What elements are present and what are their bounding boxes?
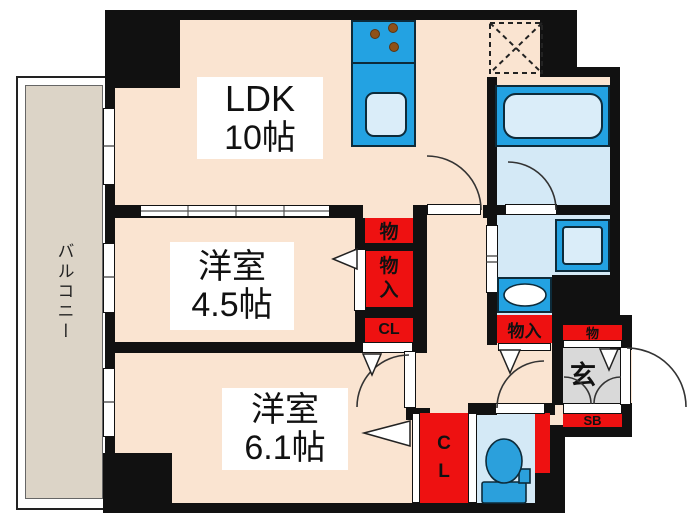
storage-label: SB bbox=[583, 412, 602, 428]
room-name: 洋室 bbox=[251, 390, 319, 429]
balcony: バルコニー bbox=[16, 76, 114, 510]
wall-segment bbox=[543, 403, 555, 415]
wall-segment bbox=[622, 315, 632, 347]
room-size: 10帖 bbox=[224, 119, 296, 158]
shoebox-door bbox=[563, 340, 622, 348]
door-leaf-toilet bbox=[495, 403, 545, 414]
closet-door-hall bbox=[498, 343, 551, 351]
window bbox=[103, 108, 115, 185]
bathtub bbox=[503, 93, 603, 139]
washer-pan bbox=[562, 226, 603, 265]
kitchen-sink bbox=[365, 92, 407, 137]
wall-segment bbox=[570, 67, 620, 77]
wall-segment bbox=[552, 345, 563, 405]
room-size: 4.5帖 bbox=[191, 286, 273, 324]
door-leaf-bedroom61 bbox=[404, 351, 416, 408]
shoebox: SB bbox=[563, 412, 622, 428]
storage-label: CL bbox=[378, 321, 400, 338]
room-name: 洋室 bbox=[198, 247, 266, 286]
storage-label: 物 bbox=[379, 222, 399, 243]
sliding-partition bbox=[140, 205, 330, 217]
wall-segment bbox=[112, 342, 363, 353]
outside-area bbox=[632, 315, 700, 437]
closet-door-west-cl bbox=[362, 342, 413, 353]
genkan-step-strip bbox=[563, 403, 622, 414]
bathroom-floor bbox=[497, 147, 610, 207]
storage-label: 物入 bbox=[379, 256, 399, 301]
wall-segment bbox=[552, 315, 563, 347]
ldk-label-box: LDK 10帖 bbox=[197, 77, 323, 159]
wall-segment bbox=[365, 307, 413, 318]
wall-segment bbox=[610, 67, 620, 350]
closet-door-west bbox=[354, 249, 366, 311]
window bbox=[103, 368, 115, 437]
sliding-door-washroom bbox=[486, 225, 498, 293]
closet-door-south bbox=[412, 413, 420, 503]
wall-segment bbox=[540, 10, 577, 77]
balcony-floor: バルコニー bbox=[25, 85, 103, 499]
wall-segment bbox=[105, 10, 180, 88]
storage-monoiri-hall: 物入 bbox=[497, 315, 552, 343]
partition-strip bbox=[468, 413, 477, 503]
pipe-space bbox=[535, 413, 550, 473]
window bbox=[103, 243, 115, 313]
outside-area bbox=[577, 0, 700, 67]
storage-label: 物入 bbox=[507, 321, 542, 341]
storage-mono-genkan: 物 bbox=[563, 325, 622, 341]
wall-segment bbox=[468, 403, 497, 415]
door-leaf-entrance bbox=[620, 347, 631, 405]
wall-segment bbox=[557, 205, 610, 215]
storage-monoiri-west: 物入 bbox=[365, 251, 413, 307]
balcony-label: バルコニー bbox=[54, 242, 74, 342]
outside-area bbox=[0, 513, 700, 525]
genkan-floor: 玄 bbox=[563, 347, 622, 404]
door-leaf-ldk bbox=[427, 204, 481, 215]
wall-segment bbox=[563, 315, 622, 327]
storage-mono-west: 物 bbox=[365, 218, 413, 243]
wall-segment bbox=[413, 205, 427, 218]
wall-segment bbox=[552, 275, 610, 315]
closet-west: CL bbox=[365, 318, 413, 342]
room-size: 6.1帖 bbox=[244, 429, 326, 467]
wall-segment bbox=[497, 205, 508, 215]
wall-segment bbox=[365, 243, 413, 251]
wall-segment bbox=[487, 77, 497, 215]
room-name: LDK bbox=[224, 77, 296, 119]
wall-segment bbox=[172, 10, 577, 20]
wall-segment bbox=[535, 473, 565, 513]
western61-label-box: 洋室 6.1帖 bbox=[222, 388, 348, 470]
outside-area bbox=[565, 437, 700, 525]
wall-segment bbox=[413, 218, 427, 350]
outside-area bbox=[620, 67, 700, 315]
wall-segment bbox=[622, 403, 632, 437]
western45-label-box: 洋室 4.5帖 bbox=[170, 242, 294, 330]
washbasin-counter bbox=[497, 277, 552, 313]
closet-south: CL bbox=[420, 413, 468, 503]
wall-segment bbox=[545, 425, 632, 437]
wall-segment bbox=[115, 503, 565, 513]
storage-label: 物 bbox=[585, 326, 599, 341]
genkan-label: 玄 bbox=[570, 360, 597, 390]
storage-label: CL bbox=[437, 432, 451, 483]
door-leaf-bathroom bbox=[505, 204, 557, 215]
outside-area bbox=[105, 0, 577, 10]
wall-segment bbox=[413, 342, 427, 353]
toilet-floor bbox=[477, 413, 535, 503]
